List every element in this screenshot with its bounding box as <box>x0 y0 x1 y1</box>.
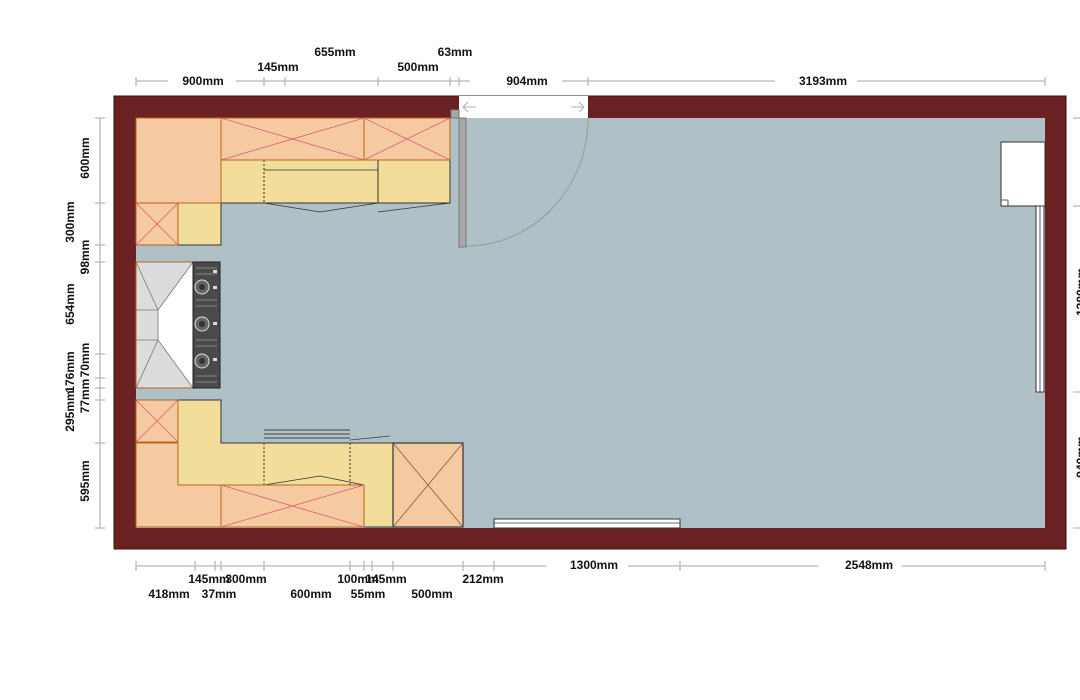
cabinets-bottom-run <box>135 399 464 528</box>
dim-bottom-212: 212mm <box>462 572 503 586</box>
dimension-labels-right: 1200mm 940mm <box>1074 268 1080 478</box>
dim-bottom-600: 600mm <box>290 587 331 601</box>
dim-bottom-500: 500mm <box>411 587 452 601</box>
hob-icon <box>192 261 221 389</box>
dim-bottom-1300: 1300mm <box>570 558 618 572</box>
dim-bottom-55: 55mm <box>351 587 386 601</box>
dim-bottom-100: 100mm <box>337 572 378 586</box>
dim-bottom-300: 300mm <box>225 572 266 586</box>
dim-left-654: 654mm <box>63 283 77 324</box>
dim-top-145: 145mm <box>257 60 298 74</box>
dim-left-295: 295mm <box>63 390 77 431</box>
dim-top-904: 904mm <box>506 74 547 88</box>
dimension-labels-bottom: 145mm 300mm 100mm 145mm 212mm 1300mm 254… <box>148 558 893 601</box>
door-swing-icon <box>450 109 589 248</box>
dim-left-77: 77mm <box>78 379 92 414</box>
dim-top-63: 63mm <box>438 45 473 59</box>
extractor-hood-icon <box>135 260 194 390</box>
dimension-labels-left: 600mm 300mm 98mm 654mm 70mm 176mm 77mm 2… <box>63 137 92 501</box>
wall-panel-right <box>1035 205 1045 393</box>
dim-left-70: 70mm <box>78 343 92 378</box>
cabinets-top-run <box>135 117 451 246</box>
window-icon <box>1000 141 1046 207</box>
dim-top-3193: 3193mm <box>799 74 847 88</box>
dim-bottom-37: 37mm <box>202 587 237 601</box>
dimension-lines <box>95 77 1080 571</box>
dim-top-900: 900mm <box>182 74 223 88</box>
dim-bottom-145b: 145mm <box>365 572 406 586</box>
dim-bottom-2548: 2548mm <box>845 558 893 572</box>
dim-left-300: 300mm <box>63 201 77 242</box>
dim-right-1200: 1200mm <box>1074 268 1080 316</box>
dimension-labels-top: 655mm 63mm 145mm 500mm 900mm 904mm 3193m… <box>182 45 847 88</box>
dim-left-595: 595mm <box>78 460 92 501</box>
dim-top-655: 655mm <box>314 45 355 59</box>
door-opening <box>459 96 588 118</box>
door-opening-arrows-icon <box>462 101 585 113</box>
dim-bottom-418: 418mm <box>148 587 189 601</box>
radiator-icon <box>493 518 681 529</box>
dim-top-500: 500mm <box>397 60 438 74</box>
dim-left-176: 176mm <box>63 351 77 392</box>
dim-bottom-145: 145mm <box>188 572 229 586</box>
dim-right-940: 940mm <box>1074 436 1080 477</box>
dim-left-98: 98mm <box>78 240 92 275</box>
dim-left-600: 600mm <box>78 137 92 178</box>
